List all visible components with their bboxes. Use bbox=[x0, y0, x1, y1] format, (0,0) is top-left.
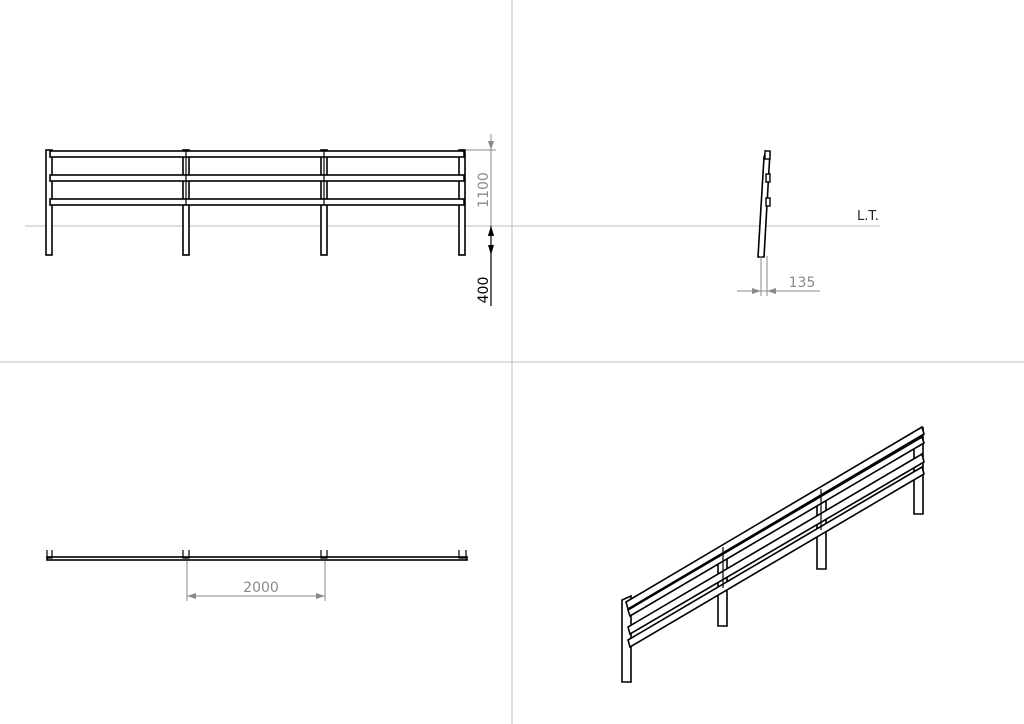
top-rail bbox=[46, 556, 468, 561]
dim-arrow-embed-bottom bbox=[488, 245, 494, 255]
front-rail-middle bbox=[49, 174, 465, 182]
side-rail-bottom bbox=[765, 197, 771, 207]
dim-arrow-top bbox=[488, 141, 494, 150]
front-rail-top bbox=[49, 150, 465, 158]
top-view: 2000 bbox=[46, 550, 468, 601]
top-post-2 bbox=[182, 550, 190, 559]
side-ground-label: L.T. bbox=[857, 209, 879, 224]
side-dim-offset-label: 135 bbox=[789, 275, 816, 291]
front-dim-embed-label: 400 bbox=[476, 277, 492, 304]
iso-rail-top bbox=[625, 425, 925, 611]
iso-rail-middle-lower bbox=[627, 465, 925, 649]
dim-arrow-offset-left bbox=[752, 288, 761, 294]
top-spacing-dimension: 2000 bbox=[186, 561, 326, 601]
dim-arrow-offset-right bbox=[767, 288, 776, 294]
isometric-view bbox=[621, 425, 925, 683]
iso-post-1 bbox=[621, 594, 632, 683]
front-embed-dimension: 400 bbox=[476, 226, 494, 306]
front-view: 1100 400 bbox=[45, 134, 496, 306]
dim-arrow-embed-top bbox=[488, 226, 494, 236]
front-rail-bottom bbox=[49, 198, 465, 206]
dim-arrow-spacing-left bbox=[187, 593, 196, 599]
top-post-4 bbox=[458, 550, 467, 559]
top-post-3 bbox=[320, 550, 328, 559]
top-post-1 bbox=[46, 550, 53, 559]
side-rail-middle bbox=[765, 173, 771, 183]
top-dim-spacing-label: 2000 bbox=[243, 580, 279, 596]
dim-arrow-spacing-right bbox=[316, 593, 325, 599]
iso-rail-top-lower bbox=[627, 435, 925, 618]
side-offset-dimension: 135 bbox=[737, 256, 820, 296]
front-height-dimension: 1100 bbox=[466, 134, 496, 235]
iso-rail-middle bbox=[627, 452, 925, 636]
front-dim-height-label: 1100 bbox=[476, 172, 492, 208]
side-rail-top bbox=[764, 150, 771, 160]
side-view: L.T. 135 bbox=[737, 150, 879, 296]
